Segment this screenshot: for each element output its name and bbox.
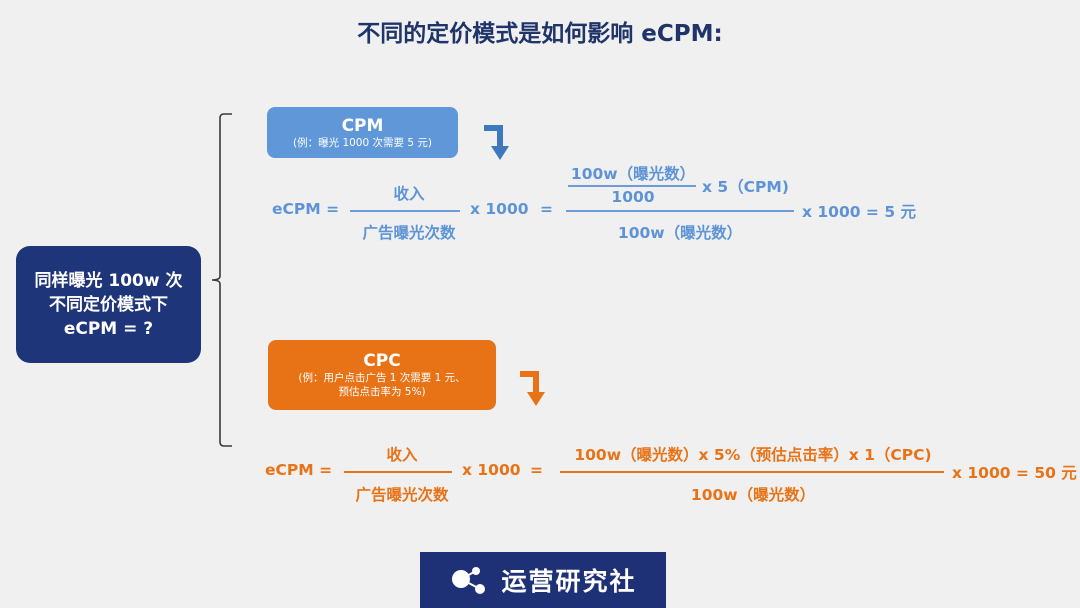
question-line-3: eCPM = ? (63, 318, 154, 339)
dots-logo-icon (452, 567, 486, 594)
cpm-turn-arrow-icon (484, 125, 509, 160)
cpm-label-box: CPM (例：曝光 1000 次需要 5 元) (267, 107, 458, 158)
cpc-big-denominator: 100w（曝光数） (690, 486, 816, 504)
cpm-ecpm-lhs: eCPM = (272, 200, 340, 218)
cpc-example-line-1: (例：用户点击广告 1 次需要 1 元、 (298, 372, 466, 384)
cpc-fraction-line (344, 471, 452, 473)
cpc-equals: = (530, 461, 543, 479)
cpm-result: x 1000 = 5 元 (802, 203, 916, 221)
cpm-big-fraction-line (566, 210, 794, 212)
question-line-2: 不同定价模式下 (49, 294, 168, 315)
curly-brace (211, 113, 232, 447)
cpm-big-denominator: 100w（曝光数） (617, 224, 743, 242)
cpc-big-numerator: 100w（曝光数）x 5%（预估点击率）x 1（CPC) (574, 446, 932, 464)
cpc-label: CPC (363, 351, 401, 371)
cpc-example-line-2: 预估点击率为 5%) (338, 386, 426, 398)
brand-logo: 运营研究社 (420, 552, 666, 608)
cpc-label-box: CPC (例：用户点击广告 1 次需要 1 元、 预估点击率为 5%) (268, 340, 496, 410)
cpm-inner-fraction-line (568, 185, 696, 187)
brand-name: 运营研究社 (501, 567, 637, 596)
cpm-inner-denominator: 1000 (611, 188, 655, 206)
cpm-price: x 5（CPM) (702, 178, 789, 196)
cpc-times-1000: x 1000 (462, 461, 521, 479)
cpm-label: CPM (341, 115, 384, 136)
cpm-inner-numerator: 100w（曝光数） (570, 165, 696, 183)
question-line-1: 同样曝光 100w 次 (34, 270, 183, 291)
cpm-example: (例：曝光 1000 次需要 5 元) (293, 136, 432, 149)
cpc-turn-arrow-icon (520, 371, 545, 406)
question-box: 同样曝光 100w 次 不同定价模式下 eCPM = ? (16, 246, 201, 363)
cpc-result: x 1000 = 50 元 (952, 464, 1077, 482)
cpm-fraction-line (350, 210, 460, 212)
cpm-numerator: 收入 (393, 185, 425, 203)
cpm-denominator: 广告曝光次数 (362, 224, 456, 242)
cpm-times-1000: x 1000 (470, 200, 529, 218)
page-title: 不同的定价模式是如何影响 eCPM: (357, 21, 723, 47)
cpc-numerator: 收入 (386, 446, 418, 464)
cpc-ecpm-lhs: eCPM = (265, 461, 333, 479)
cpm-equals: = (540, 200, 553, 218)
cpc-denominator: 广告曝光次数 (355, 486, 449, 504)
cpc-big-fraction-line (560, 471, 944, 473)
